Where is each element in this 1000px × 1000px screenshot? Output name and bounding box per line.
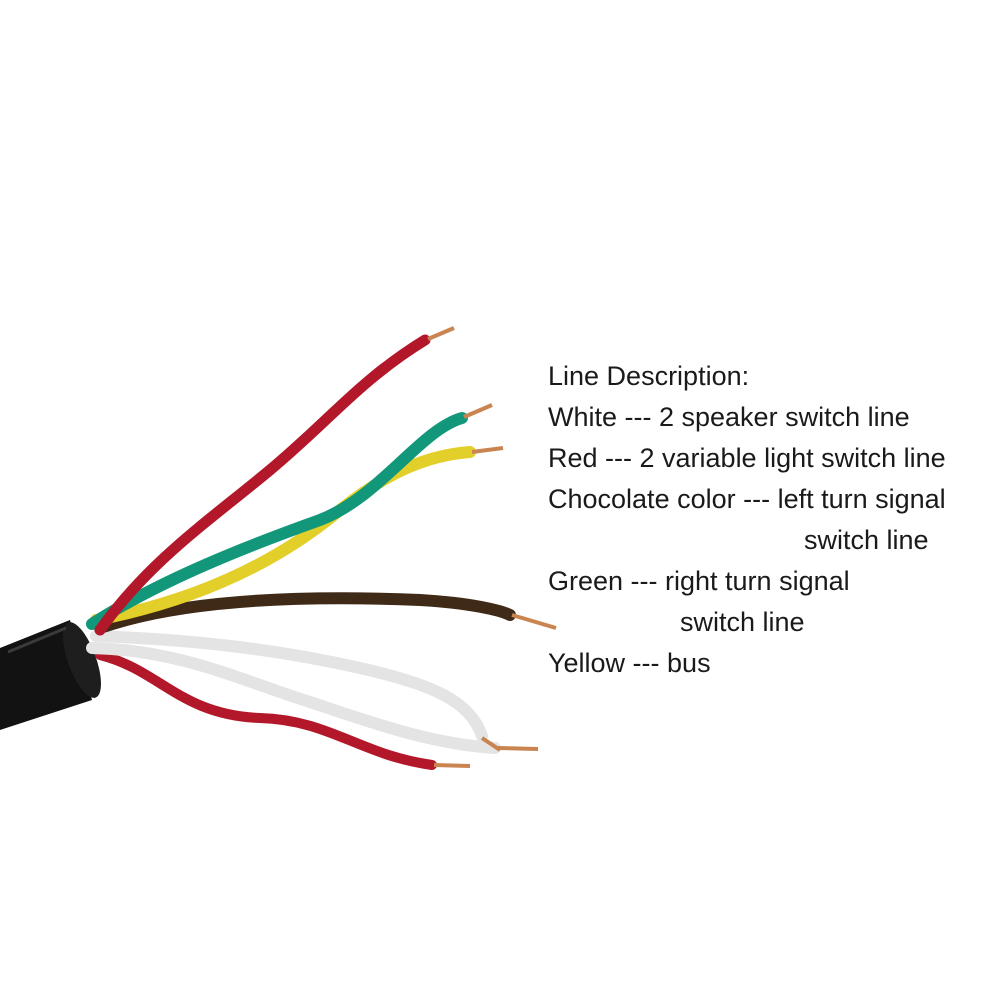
legend-item-green-continuation: switch line xyxy=(680,607,805,637)
legend-item-green: Green --- right turn signal xyxy=(548,566,850,596)
red-wire-lower xyxy=(95,650,471,770)
white-wire-lower xyxy=(86,642,539,754)
legend-item-chocolate-continuation: switch line xyxy=(804,525,929,555)
legend-item-red: Red --- 2 variable light switch line xyxy=(548,443,946,473)
green-wire xyxy=(86,403,493,630)
line-description-legend: Line Description: White --- 2 speaker sw… xyxy=(548,356,998,684)
cable-jacket xyxy=(0,620,101,730)
brown-wire xyxy=(94,592,557,634)
white-wire-upper xyxy=(90,630,502,752)
red-wire-upper xyxy=(94,326,455,636)
legend-item-white: White --- 2 speaker switch line xyxy=(548,402,910,432)
legend-item-chocolate: Chocolate color --- left turn signal xyxy=(548,484,946,514)
legend-heading: Line Description: xyxy=(548,361,750,391)
legend-item-yellow: Yellow --- bus xyxy=(548,648,711,678)
